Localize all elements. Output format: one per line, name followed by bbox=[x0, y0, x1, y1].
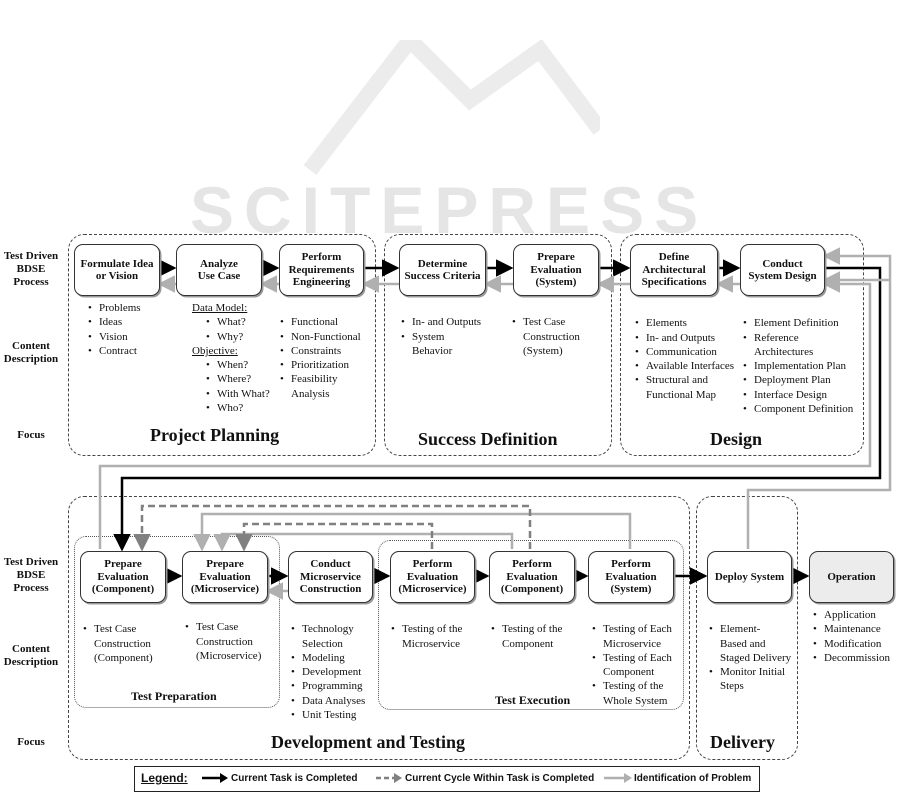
content-define-arch: ElementsIn- and OutputsCommunicationAvai… bbox=[634, 302, 734, 416]
content-prepare-eval-microservice: Test Case Construction (Microservice) bbox=[184, 606, 261, 677]
content-operation: ApplicationMaintenanceModificationDecomm… bbox=[812, 608, 890, 665]
task-conduct-microservice: Conduct Microservice Construction bbox=[288, 551, 373, 603]
task-prepare-eval-microservice: Prepare Evaluation (Microservice) bbox=[182, 551, 268, 603]
content-analyze: Data Model: What? Why? Objective: When? … bbox=[191, 301, 270, 416]
watermark-logo bbox=[300, 27, 607, 185]
task-formulate-idea: Formulate Idea or Vision bbox=[74, 244, 160, 296]
content-conduct-micro: Technology SelectionModelingDevelopmentP… bbox=[290, 608, 365, 737]
phase-design bbox=[620, 234, 864, 456]
legend: Legend: Current Task is Completed Curren… bbox=[134, 766, 760, 792]
task-prepare-eval-system: Prepare Evaluation (System) bbox=[513, 244, 599, 296]
subphase-title-test-execution: Test Execution bbox=[495, 693, 571, 707]
phase-title-delivery: Delivery bbox=[710, 732, 775, 752]
task-perform-eval-system: Perform Evaluation (System) bbox=[588, 551, 674, 603]
task-conduct-system-design: Conduct System Design bbox=[740, 244, 825, 296]
content-prepare-eval-component: Test Case Construction (Component) bbox=[82, 608, 153, 679]
subphase-test-execution bbox=[378, 540, 684, 710]
content-perform-eval-micro: Testing of the Microservice bbox=[390, 608, 462, 665]
content-perform-req: FunctionalNon-FunctionalConstraintsPrior… bbox=[279, 301, 361, 415]
task-prepare-eval-component: Prepare Evaluation (Component) bbox=[80, 551, 166, 603]
content-formulate: ProblemsIdeasVisionContract bbox=[87, 301, 140, 358]
subphase-test-preparation bbox=[74, 536, 280, 708]
legend-title: Legend: bbox=[141, 771, 188, 785]
content-determine: In- and OutputsSystem Behavior bbox=[400, 301, 481, 372]
legend-completed-arrow-icon bbox=[202, 773, 228, 783]
task-perform-eval-component: Perform Evaluation (Component) bbox=[489, 551, 575, 603]
row-label-focus: Focus bbox=[17, 429, 45, 441]
task-operation: Operation bbox=[809, 551, 894, 603]
legend-problem-label: Identification of Problem bbox=[634, 773, 752, 784]
task-perform-eval-microservice: Perform Evaluation (Microservice) bbox=[390, 551, 475, 603]
content-perform-eval-system: Testing of Each MicroserviceTesting of E… bbox=[591, 608, 672, 722]
task-perform-requirements: Perform Requirements Engineering bbox=[279, 244, 364, 296]
row-label-process-2: Test Driven BDSE Process bbox=[3, 556, 59, 594]
legend-problem-arrow-icon bbox=[604, 773, 632, 783]
task-analyze-use-case: Analyze Use Case bbox=[176, 244, 262, 296]
legend-cycle-label: Current Cycle Within Task is Completed bbox=[405, 773, 595, 784]
content-conduct-sys: Element DefinitionReference Architecture… bbox=[742, 302, 853, 431]
phase-title-design: Design bbox=[710, 429, 763, 449]
content-perform-eval-comp: Testing of the Component bbox=[490, 608, 562, 665]
phase-title-development-testing: Development and Testing bbox=[271, 732, 466, 752]
row-label-process: Test Driven BDSE Process bbox=[3, 250, 59, 288]
subphase-title-test-preparation: Test Preparation bbox=[131, 689, 217, 703]
row-label-content: Content Description bbox=[3, 340, 59, 365]
phase-project-planning bbox=[68, 234, 376, 456]
legend-cycle-arrow-icon bbox=[376, 773, 402, 783]
legend-completed-label: Current Task is Completed bbox=[231, 773, 358, 784]
phase-title-project-planning: Project Planning bbox=[150, 425, 280, 445]
phase-development-testing bbox=[68, 496, 690, 760]
task-determine-success: Determine Success Criteria bbox=[399, 244, 486, 296]
task-define-architecture: Define Architectural Specifications bbox=[630, 244, 718, 296]
content-prepare-eval-system: Test Case Construction (System) bbox=[511, 301, 580, 372]
phase-success-definition bbox=[384, 234, 612, 456]
row-label-focus-2: Focus bbox=[17, 736, 45, 748]
phase-title-success-definition: Success Definition bbox=[418, 429, 558, 449]
task-deploy-system: Deploy System bbox=[707, 551, 792, 603]
row-label-content-2: Content Description bbox=[3, 643, 59, 668]
content-deploy: Element- Based and Staged DeliveryMonito… bbox=[708, 608, 791, 708]
